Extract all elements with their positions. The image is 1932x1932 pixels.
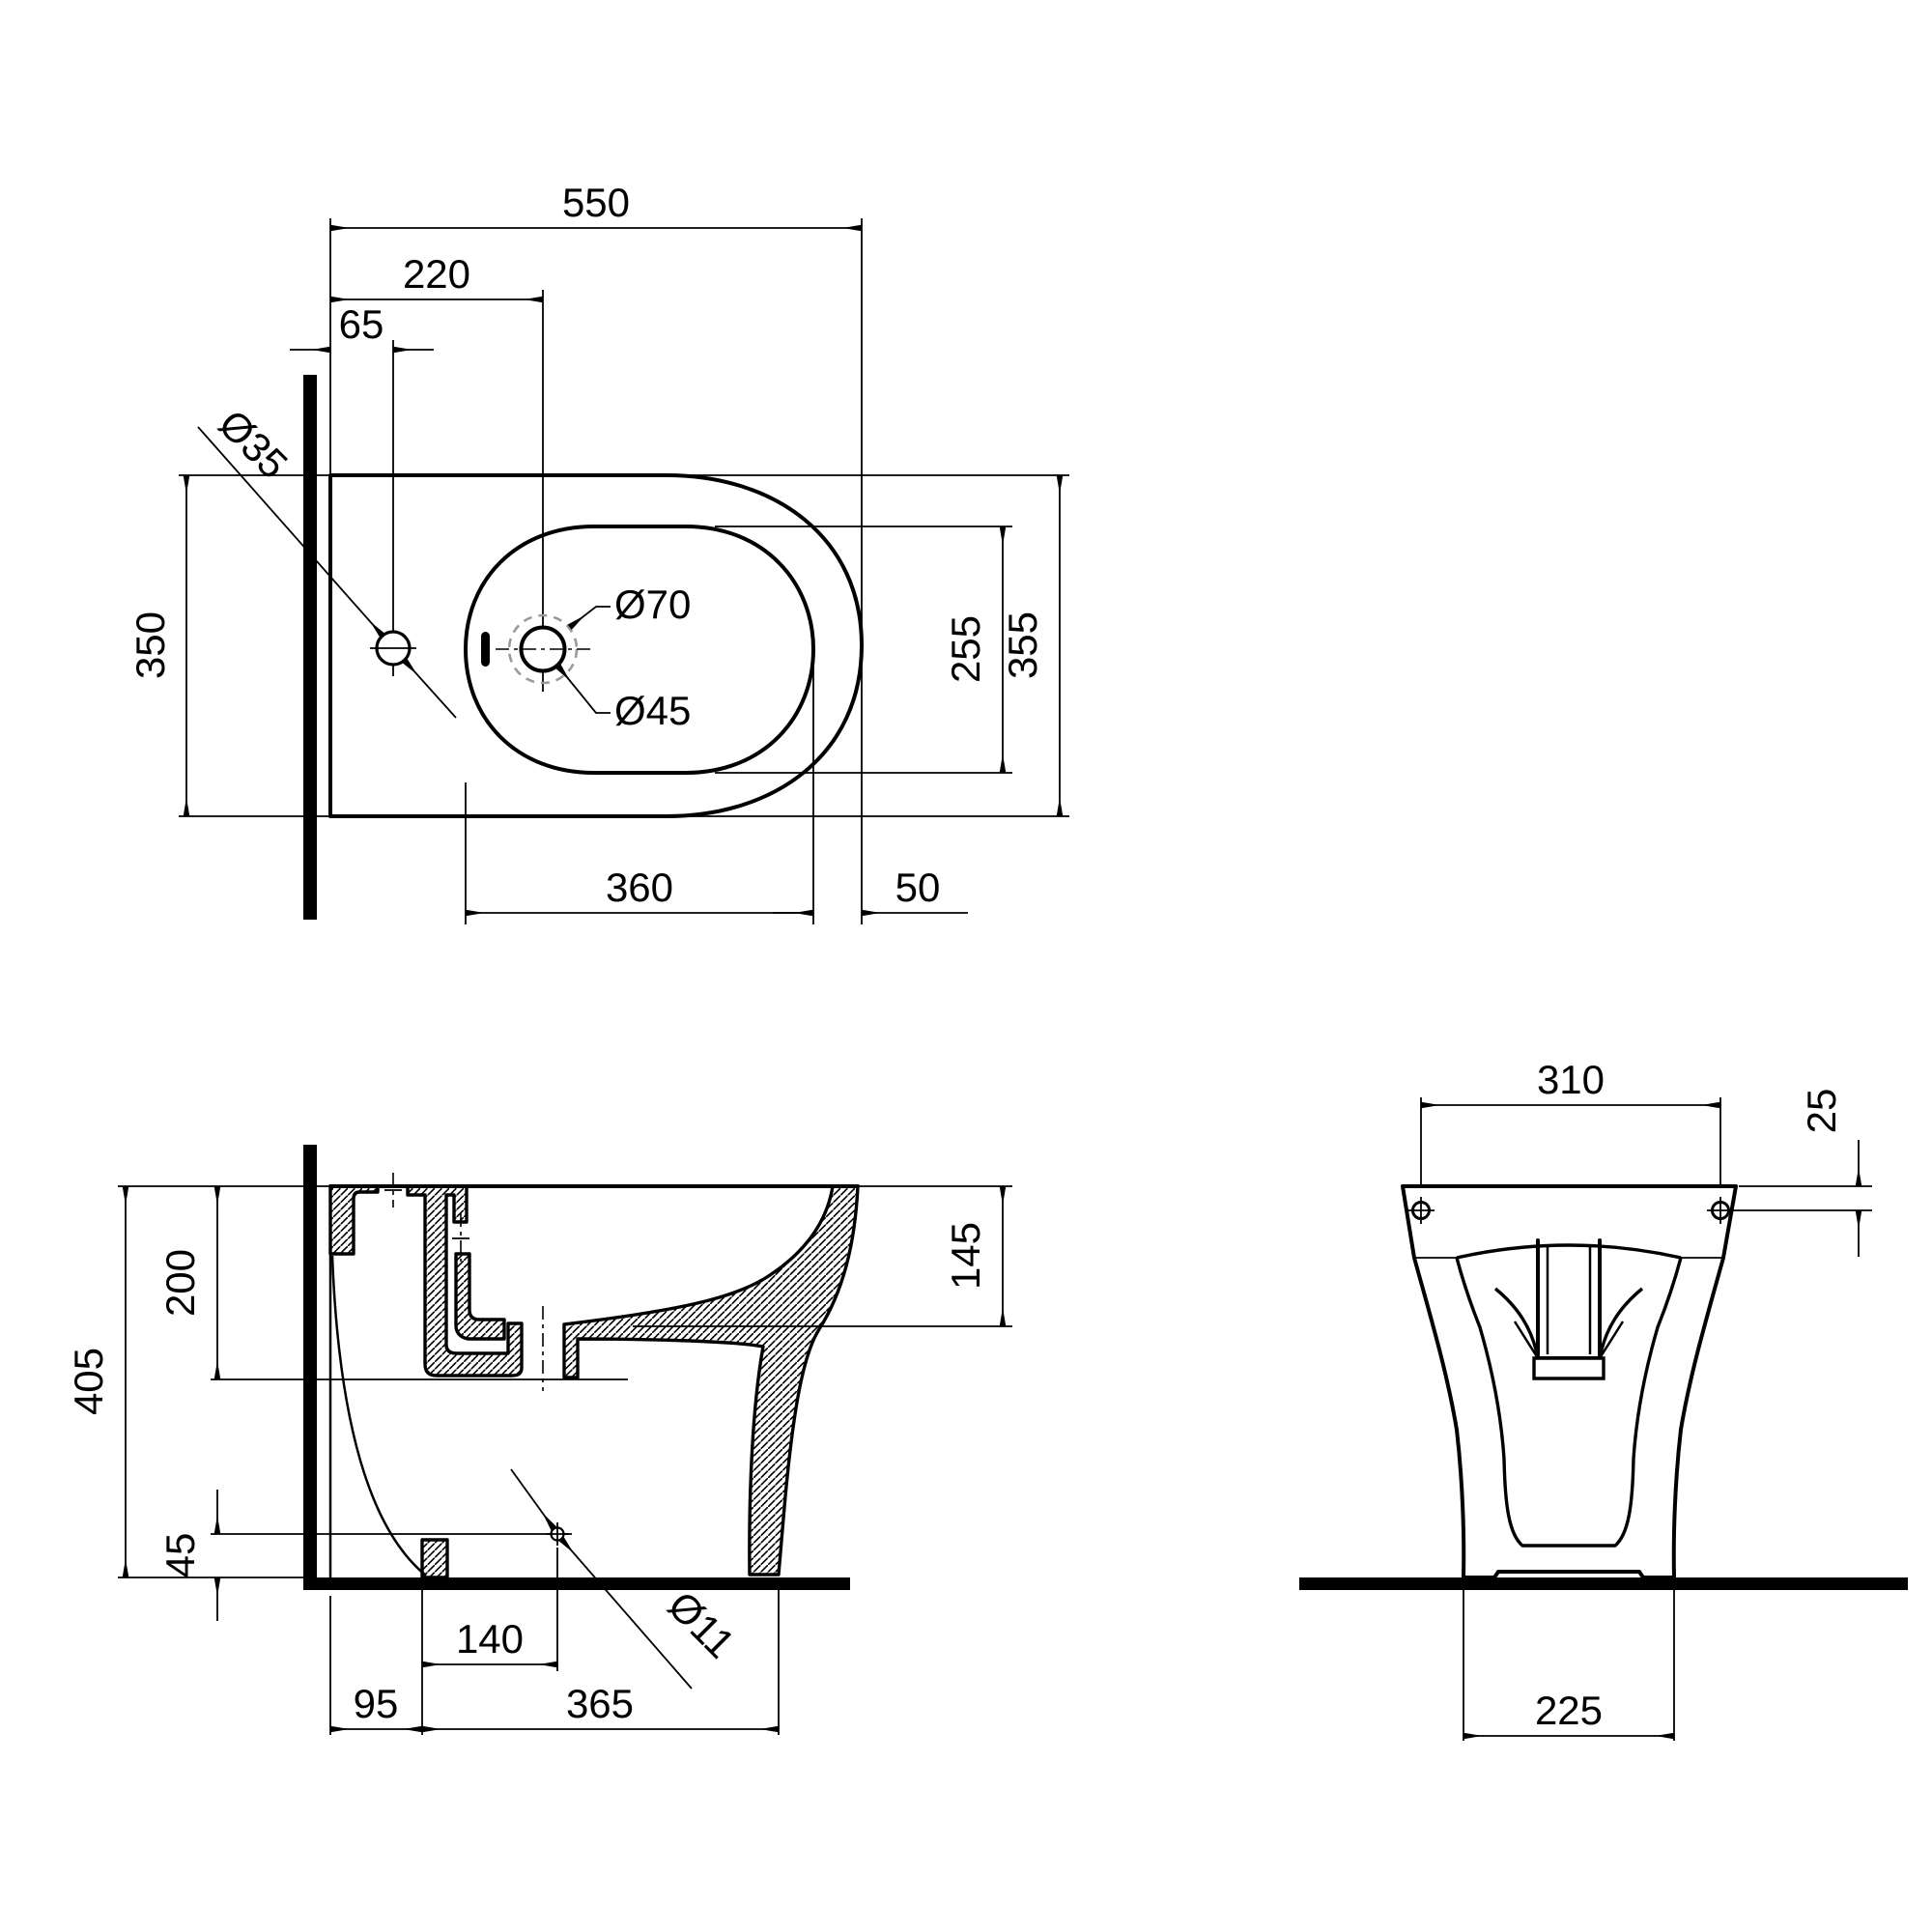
label-faucet-diameter: Ø35 [211,401,297,487]
dim-50: 50 [895,865,941,910]
dim-95: 95 [354,1681,399,1726]
overflow-slot [481,632,490,667]
front-body-outline [1401,1184,1738,1579]
dim-220: 220 [403,251,470,297]
label-fixing-hole-diameter: Ø11 [660,1582,744,1666]
front-view: 310 25 225 [1299,1057,1908,1741]
top-view: 550 220 65 350 255 355 360 50 Ø35 Ø70 Ø4… [128,180,1069,924]
dim-140: 140 [456,1616,524,1662]
dim-225: 225 [1535,1688,1603,1733]
bowl-underside-right [1598,1287,1644,1359]
wall-section-bar-side [303,1145,317,1590]
dim-255: 255 [943,615,988,683]
drain-flange [1532,1356,1605,1380]
dim-200: 200 [157,1249,203,1317]
bowl-rim-outline [464,525,815,775]
dim-355: 355 [1000,611,1045,679]
rear-mount-section [328,1184,380,1256]
rim-channel-section [406,1184,524,1378]
dim-65: 65 [339,301,384,347]
dim-365: 365 [566,1681,634,1726]
leg-panel-outline [1455,1257,1683,1548]
wall-section-bar [303,375,317,920]
dim-360: 360 [606,865,673,910]
label-drain-outer-diameter: Ø70 [614,582,691,627]
dim-310: 310 [1537,1057,1605,1102]
bowl-front-wall-section [562,1184,860,1577]
floor-line-side [303,1577,850,1590]
floor-line-front [1299,1577,1908,1590]
dim-405: 405 [66,1348,111,1415]
rear-foot-section [420,1538,449,1579]
dim-45: 45 [157,1533,203,1578]
dim-25: 25 [1799,1089,1844,1134]
side-view: Ø11 405 200 45 145 140 95 365 [66,1145,1012,1735]
bowl-rim-arch [1456,1243,1682,1260]
rim-inner-lip-section [454,1252,506,1341]
dim-350: 350 [128,611,173,679]
rear-profile-arc [330,1255,427,1577]
bowl-underside-left [1493,1287,1540,1359]
dim-550: 550 [562,180,630,225]
dim-145: 145 [943,1222,988,1290]
label-drain-inner-diameter: Ø45 [614,688,691,733]
